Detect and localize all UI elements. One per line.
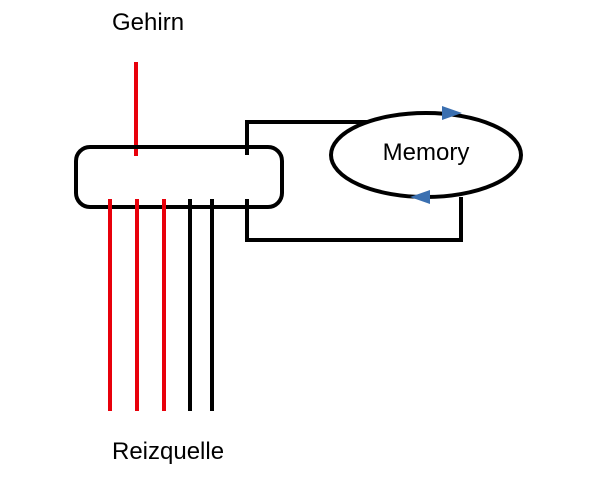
- processing-box: [74, 145, 284, 209]
- label-memory: Memory: [383, 139, 470, 166]
- arrow-right-icon: [442, 106, 462, 120]
- label-reizquelle: Reizquelle: [112, 438, 224, 465]
- label-gehirn: Gehirn: [112, 9, 184, 36]
- arrow-left-icon: [410, 190, 430, 204]
- memory-loop-bottom: [245, 197, 463, 242]
- memory-loop-top: [245, 120, 370, 155]
- input-lines: [108, 199, 214, 411]
